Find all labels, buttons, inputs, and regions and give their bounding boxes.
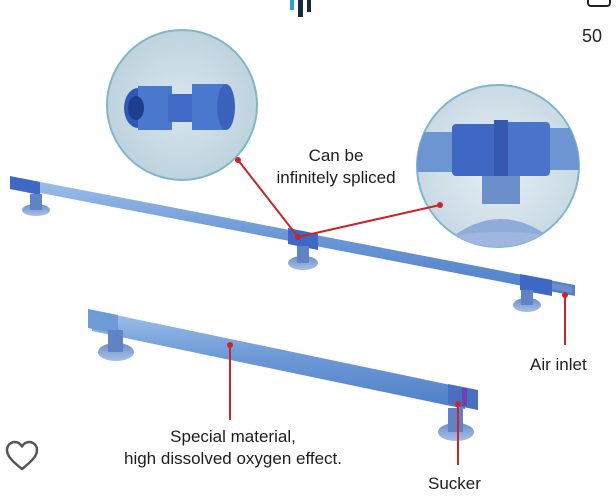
spliced-label-line1: Can be	[308, 146, 364, 165]
suction-cup	[438, 408, 474, 441]
page-counter: 50	[582, 26, 603, 46]
sucker-label: Sucker	[428, 474, 481, 493]
suction-cup	[288, 246, 318, 270]
heart-outline-icon[interactable]	[4, 438, 40, 474]
spliced-label-line2: infinitely spliced	[276, 168, 396, 187]
zoom-connector-detail	[106, 29, 258, 181]
material-label-line1: Special material,	[170, 427, 296, 446]
suction-cup	[513, 290, 541, 312]
brand-logo-icon	[290, 0, 311, 17]
spliced-label: Can be infinitely spliced	[262, 145, 410, 189]
suction-cup	[22, 194, 50, 216]
air-inlet-label: Air inlet	[530, 355, 587, 374]
zoom-junction-detail	[416, 84, 580, 248]
material-label-line2: high dissolved oxygen effect.	[124, 449, 342, 468]
short-air-stone-tube	[88, 309, 478, 410]
suction-cup	[98, 330, 134, 361]
close-icon[interactable]	[584, 0, 616, 10]
callout-lines	[229, 159, 566, 465]
callout-dots	[227, 157, 568, 407]
material-label: Special material, high dissolved oxygen …	[88, 426, 378, 470]
